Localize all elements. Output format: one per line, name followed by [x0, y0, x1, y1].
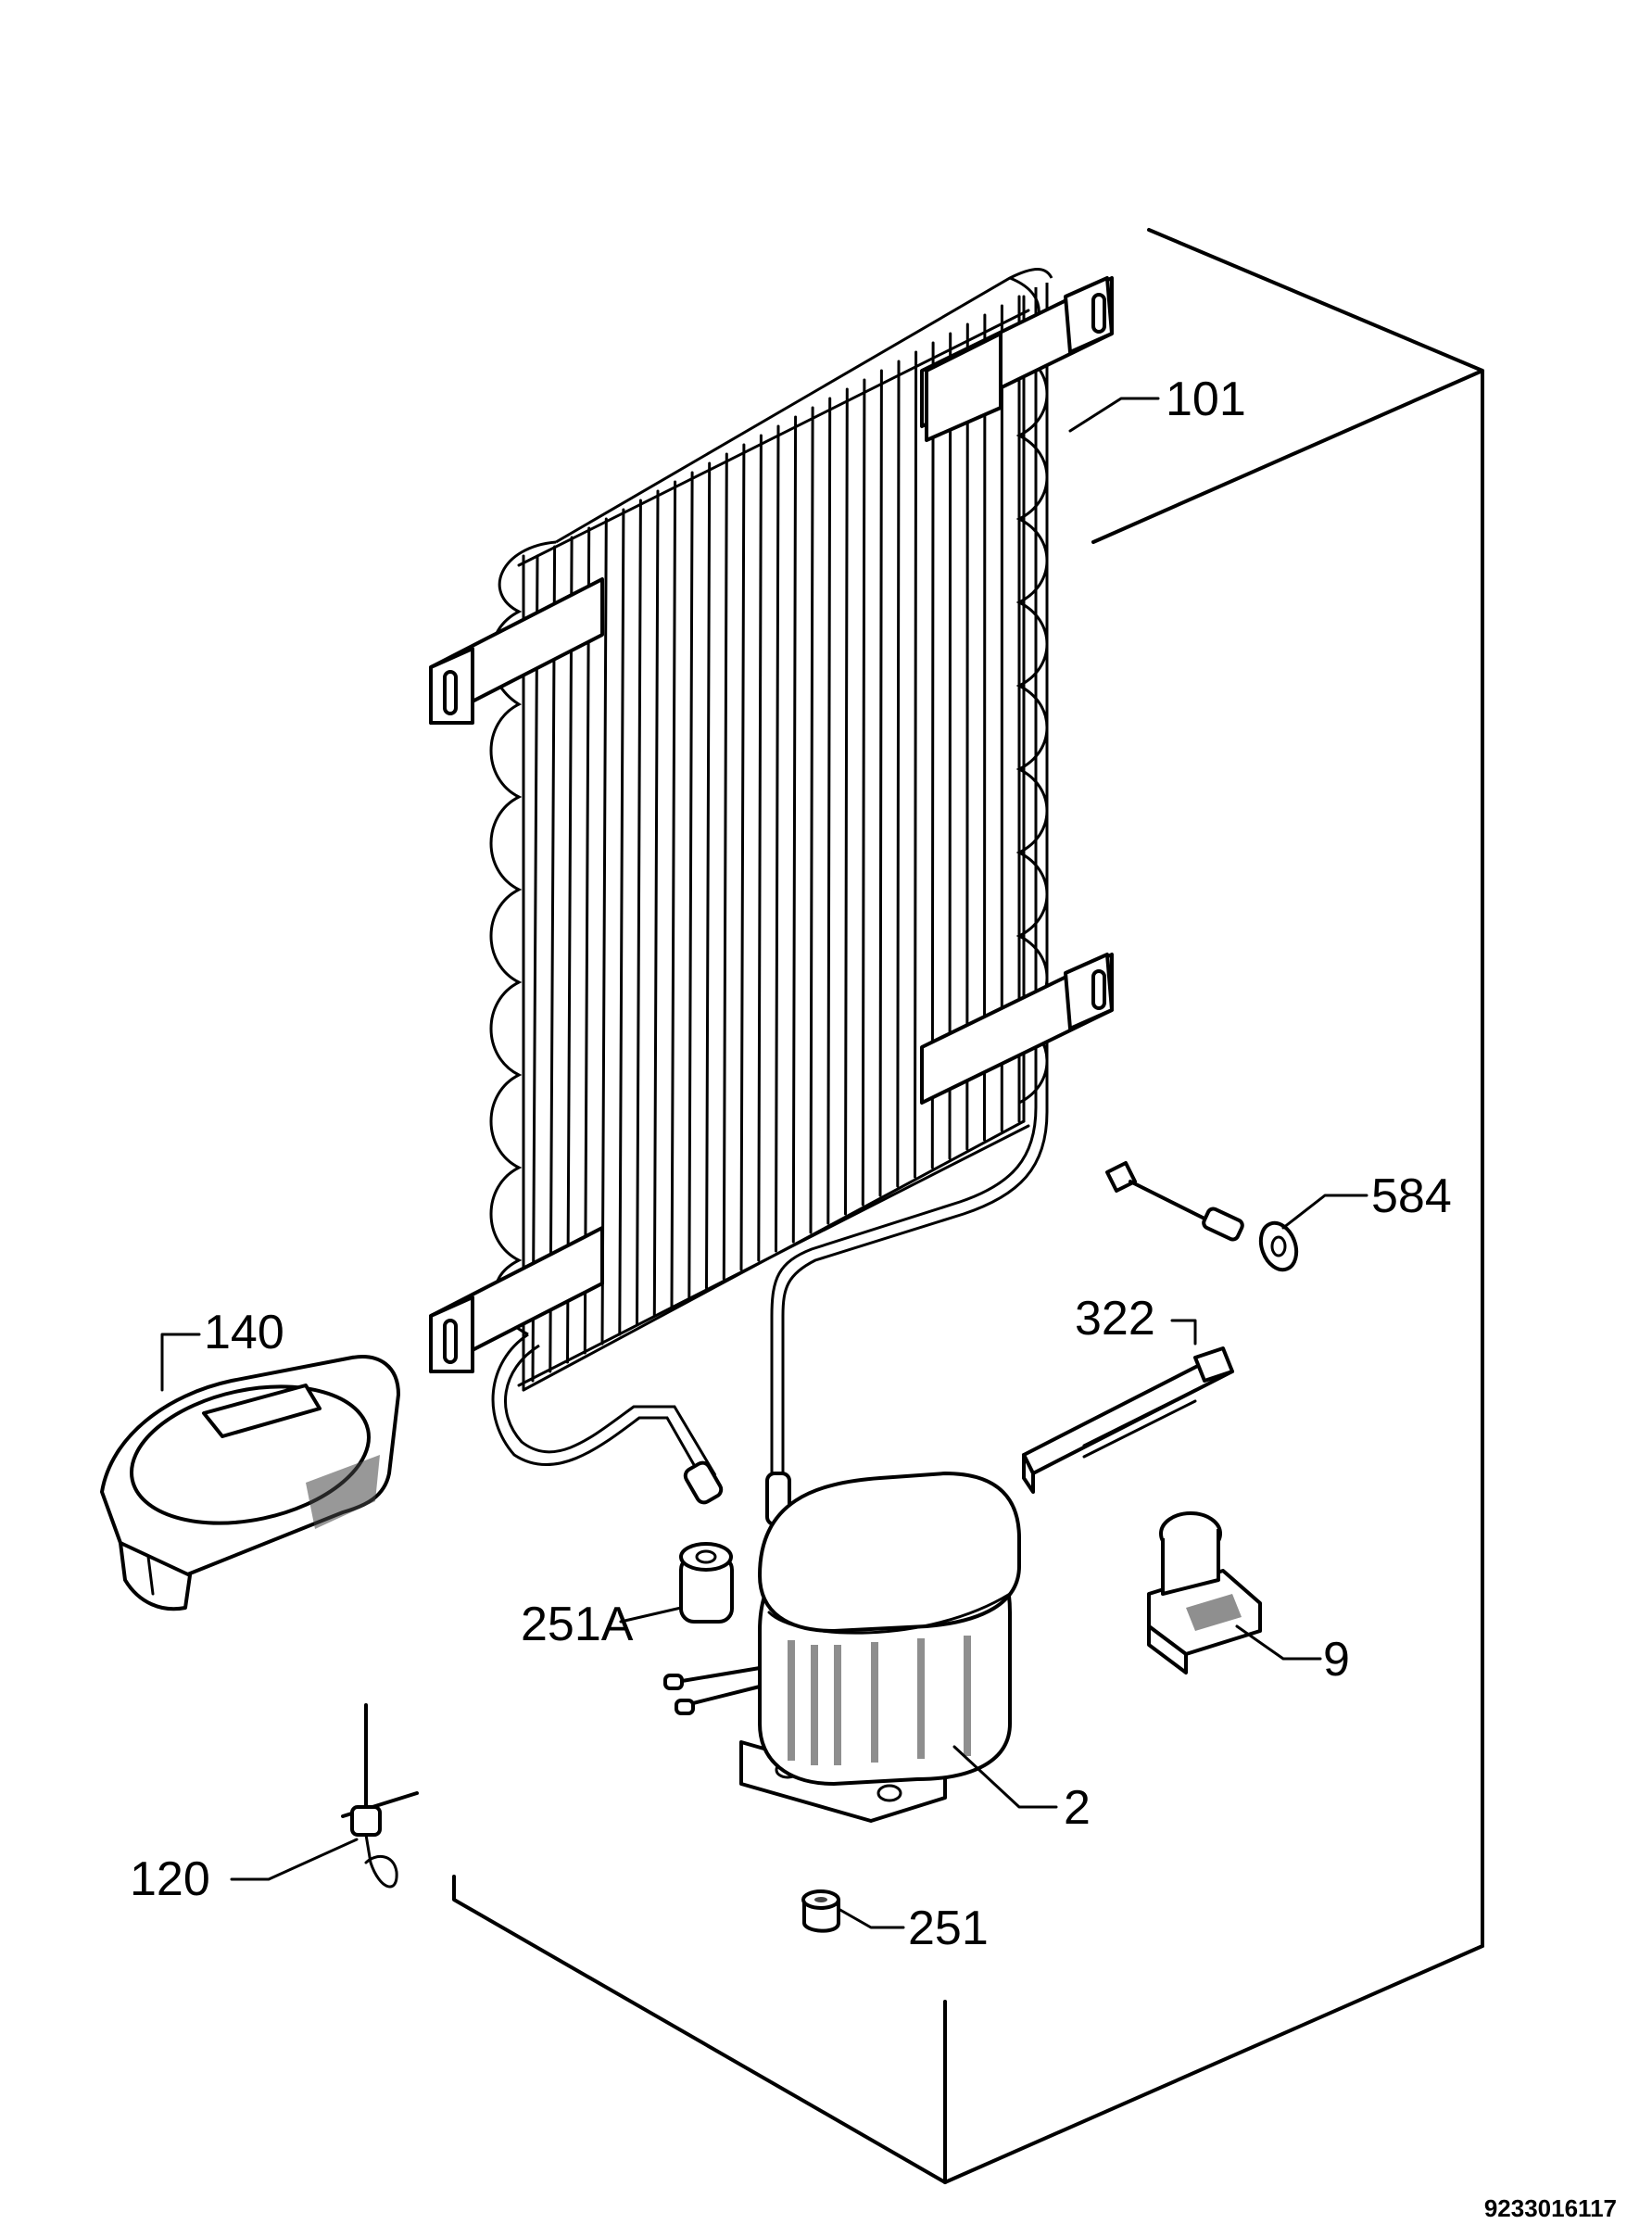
condenser-grid-wire: [687, 471, 694, 1299]
condenser-grid-wire: [618, 508, 625, 1336]
callout-2: 2: [1064, 1781, 1091, 1835]
condenser-grid-wire: [826, 397, 832, 1225]
callout-9: 9: [1323, 1633, 1350, 1687]
condenser-grid-wire: [948, 332, 952, 1160]
condenser-coil: [429, 268, 1114, 1526]
rail-322: [1022, 1346, 1234, 1494]
condenser-grid-wire: [775, 424, 780, 1253]
callout-251: 251: [908, 1902, 989, 1955]
cable-120: [341, 1703, 419, 1889]
condenser-grid-wire: [878, 369, 883, 1197]
condenser-grid-wire: [636, 499, 642, 1327]
grommet-251: [801, 1889, 840, 1933]
condenser-grid-wire: [531, 554, 539, 1383]
condenser-bracket: [920, 953, 1114, 1105]
condenser-grid-wire: [757, 434, 763, 1262]
condenser-grid-wire: [930, 341, 935, 1169]
condenser-bracket: [429, 577, 604, 725]
callout-584: 584: [1371, 1169, 1452, 1223]
callout-101: 101: [1166, 373, 1246, 426]
condenser-grid-wire: [861, 378, 866, 1207]
condenser-grid-wire: [583, 526, 591, 1355]
condenser-grid-wire: [549, 545, 557, 1373]
condenser-grid-wire: [652, 489, 660, 1318]
relay-9: [1147, 1511, 1262, 1674]
condenser-bracket: [920, 276, 1114, 442]
condenser-bracket: [429, 1226, 604, 1373]
condenser-grid-wire: [844, 387, 849, 1216]
drip-tray-140: [100, 1355, 400, 1611]
figure-reference-number: 9233016117: [1484, 2194, 1617, 2222]
callout-251A: 251A: [521, 1598, 634, 1651]
condenser-grid-wire: [896, 360, 901, 1188]
compressor-2: [663, 1472, 1021, 1823]
leader-lines: [160, 397, 1368, 1929]
condenser-grid-wire: [739, 443, 746, 1271]
condenser-grid-wire: [809, 406, 814, 1234]
callout-322: 322: [1075, 1292, 1155, 1346]
grommet-251A: [679, 1542, 734, 1624]
condenser-grid-wire: [965, 322, 969, 1151]
condenser-grid-wire: [566, 536, 574, 1364]
sensor-584: [1105, 1161, 1299, 1272]
callout-120: 120: [130, 1852, 210, 1906]
cabinet-outline: [452, 228, 1484, 2184]
condenser-grid-wire: [914, 350, 918, 1179]
condenser-grid-wire: [722, 452, 728, 1281]
callout-140: 140: [204, 1306, 284, 1359]
condenser-grid-wire: [705, 461, 712, 1290]
condenser-grid-wire: [791, 415, 798, 1244]
condenser-grid-wire: [600, 517, 608, 1346]
condenser-grid-wire: [670, 480, 677, 1308]
